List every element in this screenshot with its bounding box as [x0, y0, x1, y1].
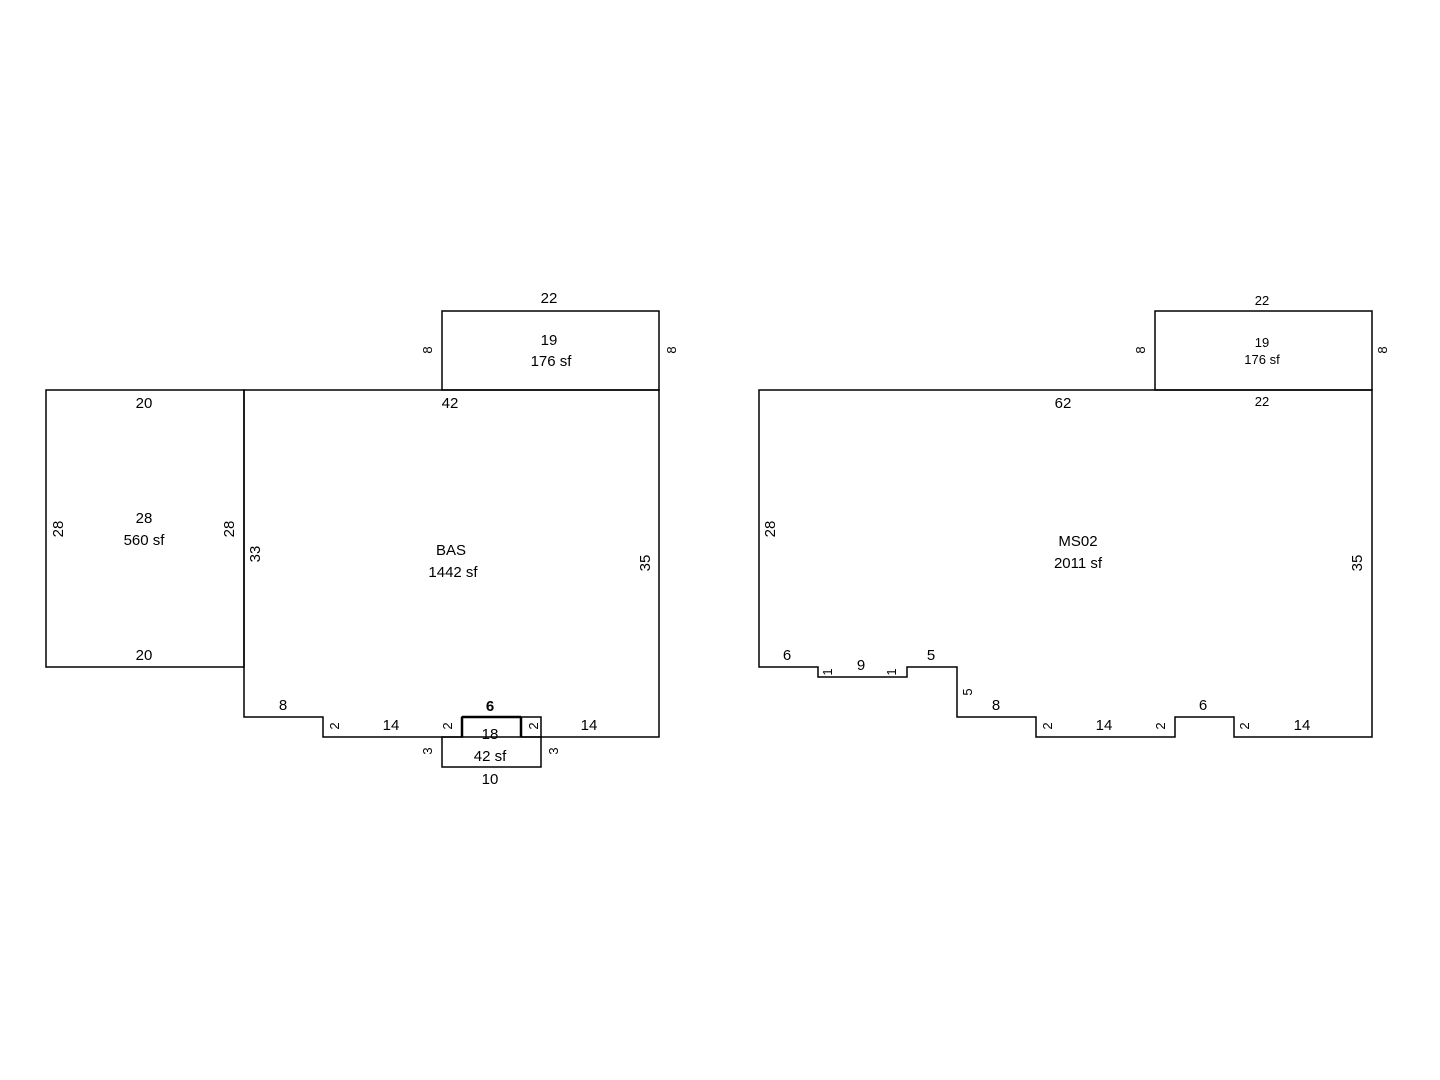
right-main-bottom-14b: 14 [1294, 717, 1311, 734]
left-main-bottom-14-right: 14 [581, 717, 598, 734]
left-west-box-left-side: 28 [50, 521, 67, 538]
right-main-bottom-5: 5 [927, 647, 935, 664]
left-main-bottom-8: 8 [279, 697, 287, 714]
left-main-step-mid-right: 2 [526, 722, 541, 729]
left-porch-outline [441, 736, 542, 768]
right-main-notch-6: 6 [1199, 697, 1207, 714]
left-main-top-label: 42 [442, 395, 459, 412]
right-main-area: 2011 sf [1054, 555, 1103, 572]
right-top-box-right-side: 8 [1375, 346, 1390, 353]
right-main-bottom-14a: 14 [1096, 717, 1113, 734]
left-west-box-outline [45, 389, 245, 668]
left-top-box-left-side: 8 [420, 346, 435, 353]
right-main-bottom-8: 8 [992, 697, 1000, 714]
right-main-right-side: 35 [1349, 555, 1366, 572]
right-main-notch-right: 1 [884, 668, 899, 675]
right-top-box-code: 19 [1255, 335, 1269, 350]
right-main-outline [758, 389, 1373, 738]
left-top-box-right-side: 8 [664, 346, 679, 353]
right-main-step-2c: 2 [1237, 722, 1252, 729]
right-main-drop-5: 5 [960, 688, 975, 695]
right-top-box-outline [1154, 310, 1373, 391]
left-porch-code: 18 [482, 726, 499, 743]
right-main-bottom-6: 6 [783, 647, 791, 664]
left-porch-left-side: 3 [420, 747, 435, 754]
left-main-left-side: 33 [247, 546, 264, 563]
left-top-box-outline [441, 310, 660, 391]
right-main-left-side: 28 [762, 521, 779, 538]
right-main-step-2b: 2 [1153, 722, 1168, 729]
right-top-box-bottom-label: 22 [1255, 394, 1269, 409]
right-top-box-left-side: 8 [1133, 346, 1148, 353]
left-main-notch-width: 6 [486, 698, 494, 715]
left-porch-area: 42 sf [474, 748, 507, 765]
left-top-box-code: 19 [541, 332, 558, 349]
left-main-bottom-14-left: 14 [383, 717, 400, 734]
left-west-box-code: 28 [136, 510, 153, 527]
left-porch-right-side: 3 [546, 747, 561, 754]
left-porch-bottom: 10 [482, 771, 499, 788]
right-top-box-width-label: 22 [1255, 293, 1269, 308]
left-west-box-top-label: 20 [136, 395, 153, 412]
right-top-box-area: 176 sf [1244, 352, 1280, 367]
left-west-box-bottom-label: 20 [136, 647, 153, 664]
right-main-code: MS02 [1058, 533, 1097, 550]
left-main-step-mid-left: 2 [440, 722, 455, 729]
right-main-top-label: 62 [1055, 395, 1072, 412]
right-sketch: 22 19 176 sf 8 8 22 62 MS02 2011 sf 28 3… [758, 293, 1390, 738]
left-main-step-left: 2 [327, 722, 342, 729]
left-main-right-side: 35 [637, 555, 654, 572]
left-top-box-width-label: 22 [541, 290, 558, 307]
right-main-notch-left: 1 [820, 668, 835, 675]
left-west-box-right-side: 28 [221, 521, 238, 538]
left-west-box-area: 560 sf [124, 532, 166, 549]
left-main-area: 1442 sf [428, 564, 478, 581]
right-main-step-2a: 2 [1040, 722, 1055, 729]
left-sketch: 22 19 176 sf 8 8 20 20 28 28 28 560 sf 4… [45, 290, 679, 788]
right-main-notch-9: 9 [857, 657, 865, 674]
left-main-code: BAS [436, 542, 466, 559]
left-top-box-area: 176 sf [531, 353, 573, 370]
